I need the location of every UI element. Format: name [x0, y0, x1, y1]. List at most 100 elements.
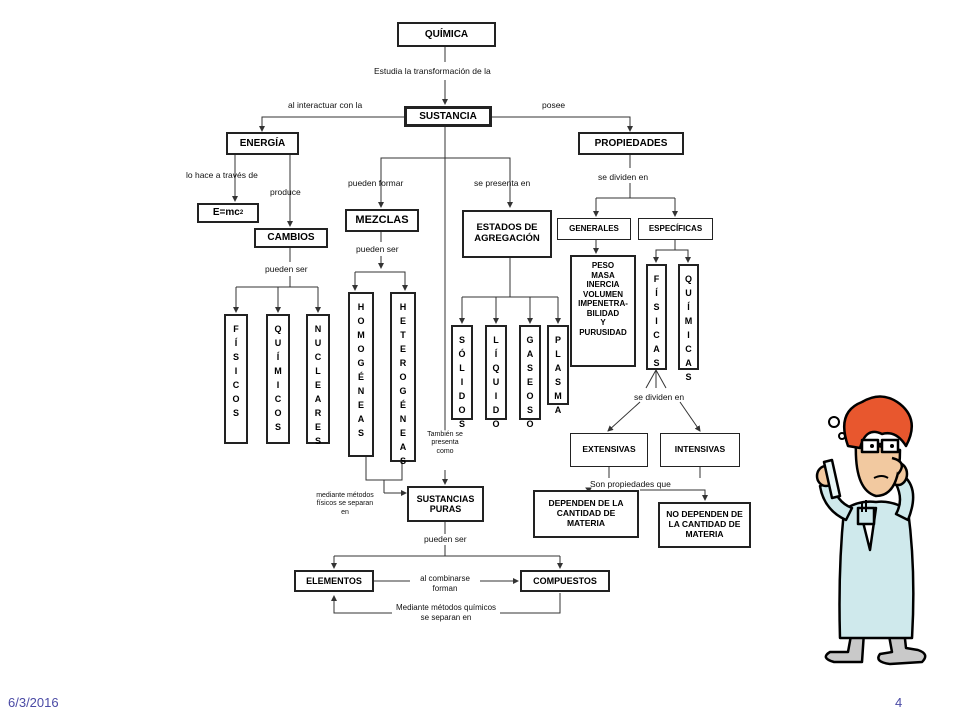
vertical-letter: S — [314, 436, 321, 446]
vertical-letter: Ó — [458, 349, 466, 359]
box-dependen: DEPENDEN DE LA CANTIDAD DE MATERIA — [533, 490, 639, 538]
vertical-letter: N — [314, 324, 322, 334]
vertical-letter: D — [492, 405, 500, 415]
vertical-letter: O — [274, 408, 282, 418]
label-son-propiedades: Son propiedades que — [590, 479, 671, 489]
list-item: MASA — [591, 270, 615, 280]
vertical-letter: H — [357, 302, 365, 312]
vertical-letter: I — [460, 377, 464, 387]
vertical-letter: S — [653, 358, 660, 368]
label-se-dividen-en: se dividen en — [598, 172, 649, 182]
box-extensivas: EXTENSIVAS — [570, 433, 648, 467]
vertical-letter: C — [274, 394, 282, 404]
vertical-letter: G — [526, 335, 534, 345]
vertical-letter: A — [399, 442, 407, 452]
vertical-letter: M — [554, 391, 562, 401]
vertical-letter: Q — [492, 363, 500, 373]
vertical-letter: L — [493, 335, 499, 345]
label-estudia: Estudia la transformación de la — [374, 66, 491, 76]
vertical-letter: A — [357, 414, 365, 424]
vertical-letter: U — [314, 338, 322, 348]
vertical-letter: E — [526, 377, 533, 387]
box-quimica: QUÍMICA — [397, 22, 496, 47]
vertical-letter: É — [399, 400, 406, 410]
list-item: PURUSIDAD — [579, 327, 627, 337]
box-cambios: CAMBIOS — [254, 228, 328, 248]
box-elementos: ELEMENTOS — [294, 570, 374, 592]
vertical-letter: N — [399, 414, 407, 424]
vertical-letter: Í — [494, 349, 498, 359]
vertical-letter: A — [653, 344, 660, 354]
vertical-letter: A — [314, 394, 322, 404]
box-energia: ENERGÍA — [226, 132, 299, 155]
vertical-letter: E — [399, 316, 406, 326]
vertical-letter: S — [685, 372, 692, 382]
vertical-letter: A — [554, 405, 562, 415]
vertical-letter: H — [399, 302, 407, 312]
vertical-letter: S — [232, 352, 239, 362]
vertical-letter: I — [494, 391, 498, 401]
vertical-letter: S — [526, 363, 533, 373]
label-mediante-fisicos: mediante métodos físicos se separan en — [316, 492, 374, 516]
box-mezclas: MEZCLAS — [345, 209, 419, 232]
vertical-letter: M — [357, 330, 365, 340]
vertical-letter: O — [357, 344, 365, 354]
label-pueden-ser-puras: pueden ser — [424, 534, 467, 544]
box-no-dependen: NO DEPENDEN DE LA CANTIDAD DE MATERIA — [658, 502, 751, 548]
vertical-letter: R — [314, 408, 322, 418]
box-especificas: ESPECÍFICAS — [638, 218, 713, 240]
label-posee: posee — [542, 100, 566, 110]
list-item: Y — [600, 318, 606, 327]
box-compuestos: COMPUESTOS — [520, 570, 610, 592]
vertical-letter: Í — [687, 302, 690, 312]
list-item: PESO — [591, 261, 615, 270]
label-tambien: También se presenta como — [427, 431, 463, 455]
vertical-letter: S — [653, 302, 660, 312]
slide-number: 4 — [895, 695, 903, 710]
vertical-letter: O — [458, 405, 466, 415]
vertical-letter: O — [357, 316, 365, 326]
vertical-letter: I — [276, 380, 280, 390]
vertical-letter: S — [232, 408, 239, 418]
vertical-letter: L — [459, 363, 465, 373]
vertical-letter: S — [274, 422, 281, 432]
vertical-letter: T — [400, 330, 406, 340]
vertical-letter: M — [274, 366, 282, 376]
box-propiedades: PROPIEDADES — [578, 132, 684, 155]
vertical-letter: U — [274, 338, 282, 348]
list-item: BILIDAD — [586, 308, 620, 318]
vertical-letter: O — [399, 372, 407, 382]
vertical-letter: Í — [655, 288, 658, 298]
vertical-letter: S — [399, 456, 406, 466]
box-estados-agregacion: ESTADOS DE AGREGACIÓN — [462, 210, 552, 258]
vertical-letter: Í — [234, 338, 238, 348]
label-pueden-ser-cambios: pueden ser — [265, 264, 308, 274]
box-sustancias-puras: SUSTANCIAS PURAS — [407, 486, 484, 522]
label-se-presenta-en: se presenta en — [474, 178, 531, 188]
label-lo-hace: lo hace a través de — [186, 170, 258, 180]
label-mediante-quimicos: Mediante métodos químicos se separan en — [395, 603, 497, 622]
vertical-letter: C — [685, 344, 692, 354]
vertical-letter: L — [555, 349, 561, 359]
vertical-letter: U — [685, 288, 692, 298]
vertical-letter: O — [492, 419, 500, 429]
vertical-letter: É — [357, 372, 364, 382]
vertical-letter: A — [554, 363, 562, 373]
list-item: INERCIA — [586, 280, 620, 289]
vertical-letter: A — [685, 358, 692, 368]
vertical-letter: E — [314, 380, 321, 390]
label-pueden-ser-mezclas: pueden ser — [356, 244, 399, 254]
vertical-letter: P — [554, 335, 561, 345]
vertical-letter: S — [554, 377, 561, 387]
vertical-letter: E — [314, 422, 321, 432]
label-se-dividen-en-2: se dividen en — [634, 392, 685, 402]
